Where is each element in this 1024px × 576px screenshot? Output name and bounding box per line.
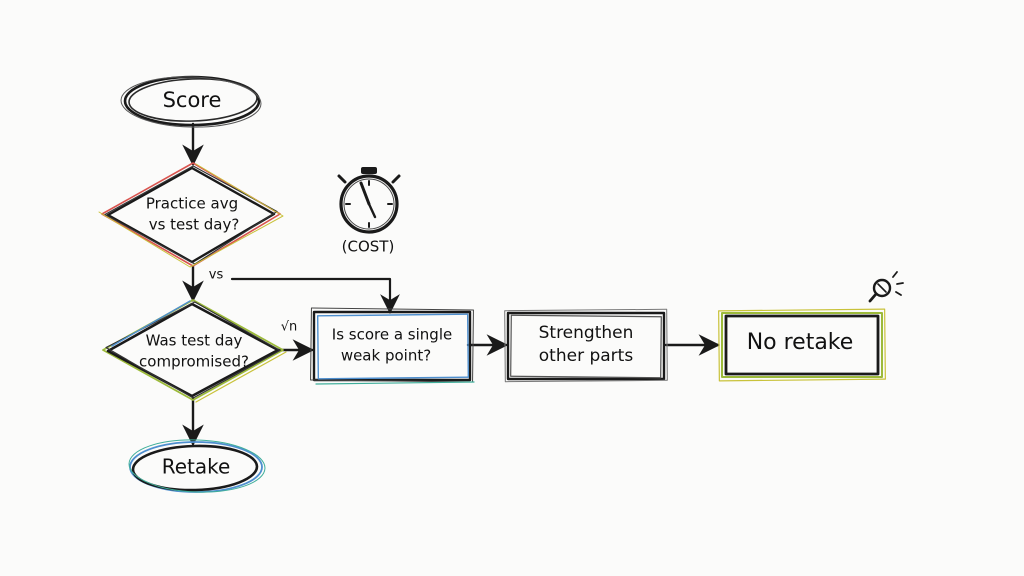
arrow-vs-to-single-weak (230, 277, 400, 314)
node-strengthen-line-1: Strengthen (539, 323, 634, 343)
node-retake: Retake (128, 439, 266, 493)
node-practice-line-2: vs test day? (149, 216, 240, 234)
node-score-label: Score (163, 88, 222, 112)
node-strengthen-line-2: other parts (539, 346, 634, 366)
node-compromised: Was test day compromised? (102, 299, 287, 403)
node-single-weak-line-1: Is score a single (332, 326, 452, 344)
node-score: Score (120, 75, 262, 128)
edge-label-vs: vs (209, 268, 224, 283)
node-no-retake-label: No retake (747, 330, 854, 355)
magnifier-icon (868, 271, 904, 303)
connectors (182, 122, 721, 447)
node-no-retake: No retake (718, 308, 886, 382)
node-strengthen: Strengthen other parts (504, 308, 668, 383)
edge-label-yes: √n (281, 320, 298, 335)
node-practice-line-1: Practice avg (146, 195, 238, 213)
node-single-weak: Is score a single weak point? (310, 307, 475, 385)
stopwatch-icon (337, 167, 401, 234)
node-compromised-line-1: Was test day (146, 332, 243, 350)
node-single-weak-line-2: weak point? (341, 347, 431, 365)
node-retake-label: Retake (162, 455, 231, 479)
node-practice: Practice avg vs test day? (98, 162, 284, 268)
node-compromised-line-2: compromised? (139, 353, 249, 371)
stopwatch-cost-label: (COST) (342, 238, 395, 256)
